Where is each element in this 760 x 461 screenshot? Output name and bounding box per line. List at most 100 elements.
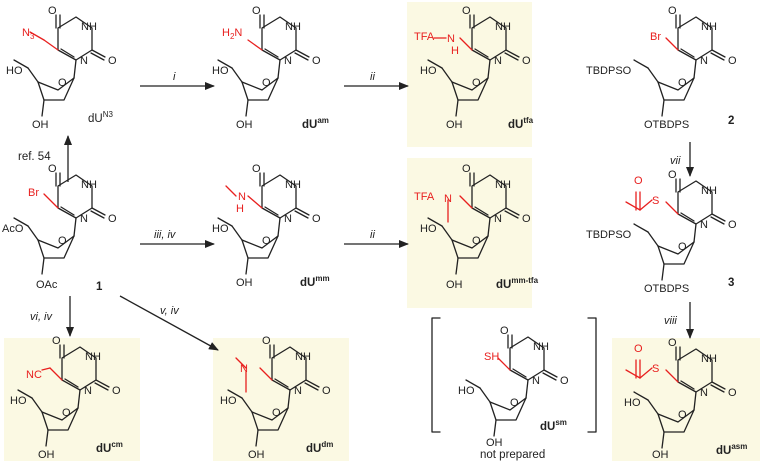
atom-ho: HO	[10, 395, 27, 407]
atom-nh: NH	[81, 21, 97, 33]
atom-o: O	[522, 55, 531, 67]
atom-n: N	[80, 213, 88, 225]
condition-ii-mid: ii	[370, 229, 375, 241]
highlight-dUcm	[4, 338, 140, 461]
atom-ho: HO	[624, 397, 641, 409]
atom-o: O	[560, 375, 569, 387]
molecule-dUasm	[625, 346, 726, 449]
molecule-dUmm-tfa	[427, 172, 520, 275]
label-dUsm: dUsm	[540, 418, 567, 433]
condition-iii-iv: iii, iv	[154, 229, 177, 241]
label-dUasm: dUasm	[716, 442, 747, 457]
atom-o: O	[678, 77, 687, 89]
atom-tfa: TFA	[414, 191, 435, 203]
atom-tbdpso: TBDPSO	[586, 229, 632, 241]
condition-vii: vii	[670, 155, 681, 167]
molecule-1	[13, 172, 106, 275]
highlight-dUasm	[612, 338, 760, 461]
atom-o: O	[252, 163, 261, 175]
atom-o-red: O	[634, 175, 643, 187]
atom-n: N	[84, 385, 92, 397]
bracket-left	[431, 317, 441, 433]
atom-n: N	[80, 55, 88, 67]
condition-ii-top: ii	[370, 71, 375, 83]
atom-o: O	[62, 407, 71, 419]
arrow-v-iv	[119, 295, 219, 351]
condition-v-iv: v, iv	[160, 305, 180, 317]
label-dUdm: dUdm	[306, 440, 333, 455]
atom-n: N	[532, 375, 540, 387]
condition-i: i	[173, 71, 176, 83]
atom-s: S	[652, 363, 659, 375]
atom-o: O	[728, 387, 737, 399]
atom-otbdps: OTBDPS	[644, 283, 689, 295]
atom-n: N	[700, 387, 708, 399]
condition-ref: ref. 54	[18, 151, 51, 163]
atom-nh: NH	[701, 185, 717, 197]
atom-o: O	[52, 335, 61, 347]
atom-h2n: H2N	[222, 27, 242, 41]
atom-o: O	[262, 335, 271, 347]
atom-nh: NH	[495, 179, 511, 191]
label-dUcm: dUcm	[96, 440, 123, 455]
atom-ho: HO	[220, 395, 237, 407]
atom-n: N	[494, 213, 502, 225]
atom-n3: N3	[22, 27, 35, 41]
atom-nh: NH	[285, 21, 301, 33]
atom-o: O	[678, 409, 687, 421]
molecule-dUmm	[217, 172, 310, 275]
molecule-dUsm	[465, 334, 558, 437]
condition-viii: viii	[664, 315, 677, 327]
atom-oh: OH	[236, 119, 253, 131]
label-3: 3	[728, 277, 734, 289]
atom-o: O	[500, 325, 509, 337]
atom-h-red: H	[236, 203, 244, 215]
atom-o: O	[462, 163, 471, 175]
molecule-2	[633, 14, 726, 117]
atom-nh: NH	[495, 21, 511, 33]
atom-nh: NH	[85, 351, 101, 363]
molecule-dUN3	[13, 14, 106, 117]
atom-nh: NH	[533, 341, 549, 353]
atom-ho: HO	[420, 65, 437, 77]
atom-o: O	[108, 55, 117, 67]
molecule-dUcm	[17, 344, 110, 447]
condition-vi-iv: vi, iv	[30, 311, 54, 323]
atom-h-red: H	[451, 45, 459, 57]
atom-ho: HO	[458, 385, 475, 397]
atom-oh: OH	[32, 119, 49, 131]
atom-nh: NH	[81, 179, 97, 191]
atom-o: O	[252, 5, 261, 17]
atom-oac: OAc	[36, 279, 58, 291]
atom-o: O	[472, 235, 481, 247]
molecule-dUam	[217, 14, 310, 117]
atom-oh: OH	[652, 449, 669, 461]
atom-o: O	[48, 163, 57, 175]
atom-nh: NH	[295, 351, 311, 363]
atom-sh: SH	[484, 351, 499, 363]
atom-o: O	[668, 169, 677, 181]
atom-o: O	[262, 77, 271, 89]
atom-oh: OH	[236, 277, 253, 289]
atom-n-red: N	[444, 193, 452, 205]
atom-n: N	[294, 385, 302, 397]
atom-o: O	[728, 219, 737, 231]
atom-n: N	[700, 219, 708, 231]
atom-s: S	[652, 195, 659, 207]
atom-ho: HO	[6, 65, 23, 77]
atom-aco: AcO	[2, 223, 24, 235]
label-dUtfa: dUtfa	[508, 116, 534, 131]
molecule-dUdm	[227, 344, 320, 447]
atom-o: O	[462, 5, 471, 17]
label-dUN3: dUN3	[88, 110, 113, 125]
label-1: 1	[96, 281, 103, 293]
molecule-dUtfa	[427, 14, 520, 117]
atom-nh-red: N	[447, 33, 455, 45]
atom-n: N	[700, 55, 708, 67]
atom-o: O	[58, 77, 67, 89]
atom-o: O	[322, 385, 331, 397]
not-prepared-note: not prepared	[480, 449, 545, 461]
label-2: 2	[728, 115, 734, 127]
atom-oh: OH	[248, 449, 265, 461]
